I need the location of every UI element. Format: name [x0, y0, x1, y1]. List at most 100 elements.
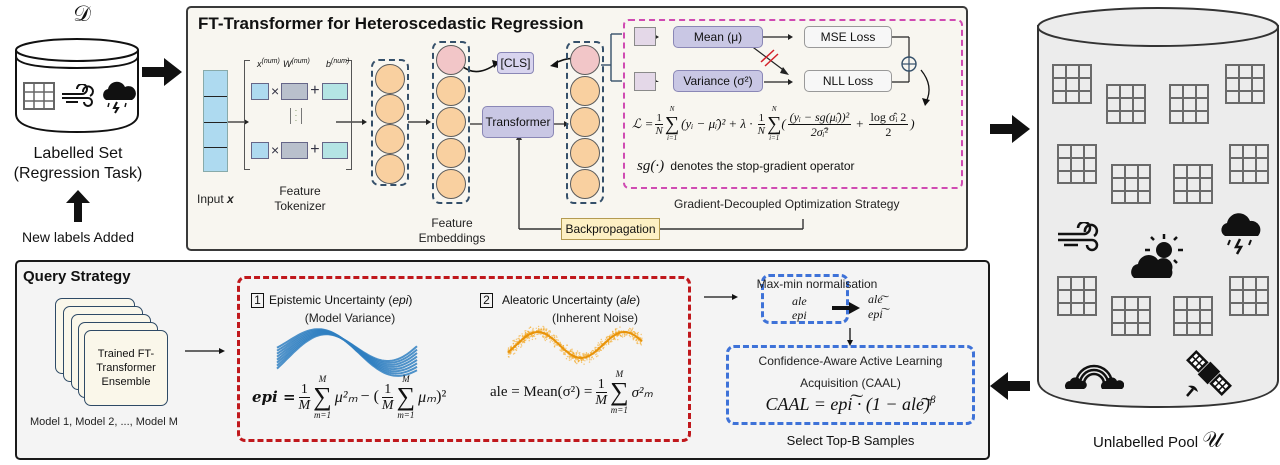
sg-symbol: sg(·) — [637, 158, 665, 174]
cls-token-box: [CLS] — [497, 52, 534, 74]
tokenizer-row-2: × + — [251, 141, 348, 159]
labelled-set-title: Labelled Set (Regression Task) — [0, 144, 156, 184]
caal-title: Confidence-Aware Active Learning Acquisi… — [758, 354, 943, 390]
x-cell — [251, 141, 269, 159]
tokenizer-b-label: b(num) — [326, 58, 350, 69]
table-grid-icon — [1173, 296, 1213, 336]
arrow-to-normalisation — [704, 294, 738, 300]
table-grid-icon — [23, 82, 55, 110]
token-node — [375, 124, 405, 154]
times-symbol: × — [271, 83, 280, 99]
select-top-b-label: Select Top-B Samples — [786, 433, 915, 448]
labelled-set-title-line2: (Regression Task) — [13, 165, 143, 182]
output-node — [570, 107, 600, 137]
nll-loss-box: NLL Loss — [804, 70, 892, 92]
variance-head: Variance (σ²) — [673, 70, 763, 92]
feature-tokenizer — [244, 60, 352, 170]
tokenizer-w-label: W(num) — [283, 58, 310, 69]
transformer-block: Transformer — [482, 106, 554, 138]
w-cell — [281, 82, 309, 100]
table-grid-icon — [1106, 84, 1146, 124]
rainbow-icon — [1065, 364, 1124, 389]
caal-box — [726, 345, 975, 425]
table-grid-icon — [1225, 64, 1265, 104]
arrow-to-caal — [847, 328, 853, 346]
labelled-set-cylinder — [15, 38, 139, 134]
aleatoric-number-badge: 2 — [480, 293, 493, 308]
token-column — [371, 59, 409, 186]
loss-formula: ℒ = 1 N N ∑ i=1 (yᵢ − μ̂ᵢ)² + λ · 1 N N … — [632, 105, 915, 142]
epistemic-model-curve — [276, 333, 418, 377]
table-grid-icon — [1057, 276, 1097, 316]
normalisation-title: Max-min normalisation — [756, 277, 878, 291]
vertical-ellipsis-icon: ··· — [290, 107, 302, 125]
normalisation-outputs: ale͠ epi͠ — [868, 292, 883, 321]
aleatoric-mean-curve — [507, 330, 643, 360]
normalisation-box — [761, 274, 849, 324]
tokenizer-row-1: × + — [251, 82, 348, 100]
models-label: Model 1, Model 2, ..., Model M — [30, 416, 178, 428]
token-node — [375, 64, 405, 94]
cls-embedding-node — [436, 45, 466, 75]
normalisation-arrow-icon — [832, 302, 860, 314]
ft-transformer-title: FT-Transformer for Heteroscedastic Regre… — [198, 14, 584, 33]
output-node — [570, 138, 600, 168]
labelled-set: 𝒟 Labelled Set (Regression Task) New lab… — [0, 0, 180, 250]
aleatoric-subtitle: (Inherent Noise) — [551, 311, 639, 325]
thunderstorm-cloud-icon — [103, 81, 136, 114]
uncertainty-region — [237, 276, 691, 442]
epistemic-subtitle: (Model Variance) — [304, 311, 396, 325]
backpropagation-box: Backpropagation — [561, 218, 660, 240]
unlabelled-pool-label: Unlabelled Pool 𝒰 — [1093, 428, 1222, 453]
embedding-node — [436, 169, 466, 199]
token-node — [375, 154, 405, 184]
labelled-set-title-line1: Labelled Set — [33, 145, 123, 162]
x-cell — [251, 82, 269, 100]
epistemic-curves-plot — [276, 328, 418, 377]
epistemic-formula: epi = 1 M M ∑ m=1 μ²ₘ − ( 1 M M ∑ m=1 μₘ… — [252, 374, 447, 420]
aleatoric-formula: ale = Mean(σ²) = 1 M M ∑ m=1 σ²ₘ — [490, 369, 653, 415]
output-embeddings-column — [566, 41, 604, 204]
b-cell — [321, 82, 348, 100]
table-grid-icon — [1229, 144, 1269, 184]
table-grid-icon — [1057, 144, 1097, 184]
query-strategy-title: Query Strategy — [23, 268, 131, 285]
table-grid-icon — [1111, 296, 1151, 336]
labelled-set-symbol: 𝒟 — [73, 2, 91, 27]
table-grid-icon — [1169, 84, 1209, 124]
caal-formula: CAAL = epi͠ · (1 − ale͠)β — [765, 394, 936, 414]
epistemic-number-badge: 1 — [251, 293, 264, 308]
input-label-var: x — [227, 192, 234, 206]
wind-icon — [62, 84, 94, 107]
feature-embeddings-label: Feature Embeddings — [418, 216, 486, 245]
table-grid-icon — [1111, 164, 1151, 204]
table-grid-icon — [1229, 276, 1269, 316]
ft-connectors — [228, 33, 930, 230]
right-arrow-icon — [990, 115, 1030, 143]
token-node — [375, 94, 405, 124]
stop-gradient-note: sg(·) denotes the stop-gradient operator — [637, 158, 855, 175]
up-arrow-icon — [66, 190, 90, 222]
feature-tokenizer-label: Feature Tokenizer — [274, 184, 326, 213]
embedding-node — [436, 138, 466, 168]
embedding-node — [436, 76, 466, 106]
partly-sunny-icon — [1131, 234, 1183, 278]
wind-icon — [1058, 222, 1099, 252]
b-cell — [321, 141, 348, 159]
arrow-to-uncertainty — [185, 348, 225, 354]
output-node — [570, 169, 600, 199]
table-grid-icon — [1052, 64, 1092, 104]
variance-head-input — [634, 72, 656, 91]
cls-output-node — [570, 45, 600, 75]
input-vector — [203, 70, 228, 172]
tokenizer-x-label: x(num) — [257, 58, 280, 69]
plus-symbol: + — [310, 82, 320, 99]
aleatoric-curve-plot — [507, 325, 643, 365]
input-label: Input x — [197, 192, 234, 206]
times-symbol: × — [271, 142, 280, 158]
normalisation-inputs: ale epi — [792, 294, 807, 322]
gradient-decoupled-label: Gradient-Decoupled Optimization Strategy — [674, 197, 900, 211]
output-node — [570, 76, 600, 106]
feature-embeddings-column — [432, 41, 470, 204]
new-labels-label: New labels Added — [21, 229, 135, 245]
